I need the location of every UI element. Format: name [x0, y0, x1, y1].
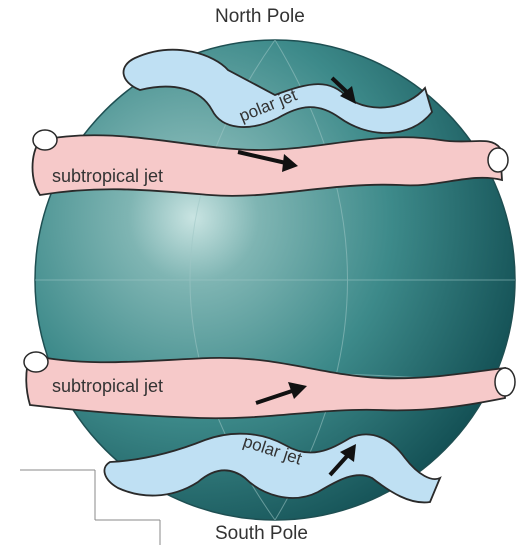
subtropical-jet-north-label: subtropical jet — [52, 166, 163, 186]
subtropical-jet-south-label: subtropical jet — [52, 376, 163, 396]
